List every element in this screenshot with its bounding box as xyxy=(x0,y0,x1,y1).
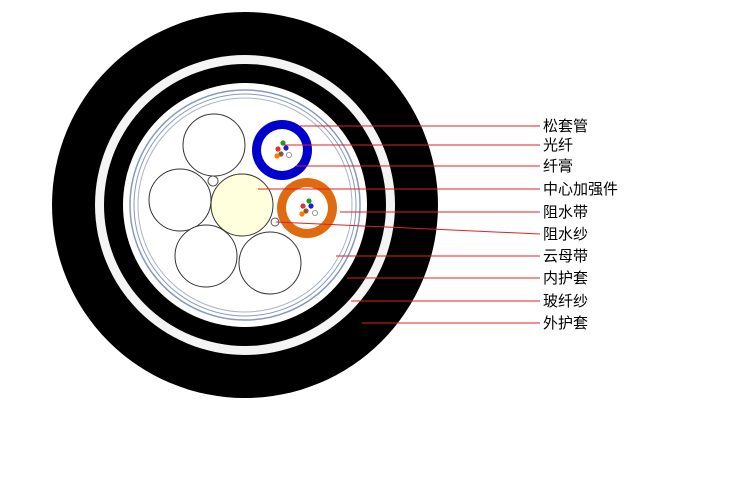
label-fiber: 光纤 xyxy=(543,136,573,154)
filler-rod-top xyxy=(182,113,246,177)
fiber xyxy=(300,203,306,209)
fiber xyxy=(283,145,289,151)
label-loose-tube: 松套管 xyxy=(543,117,588,135)
label-inner-sheath: 内护套 xyxy=(543,269,588,287)
water-block-yarn xyxy=(207,175,219,187)
filler-rod-bottom-right xyxy=(238,231,302,295)
fiber-gel-orange xyxy=(286,187,328,229)
central-strength-member xyxy=(210,173,274,237)
label-outer-sheath: 外护套 xyxy=(543,314,588,332)
fiber xyxy=(306,198,312,204)
label-water-block-yarn: 阻水纱 xyxy=(543,225,588,243)
fiber xyxy=(303,208,309,214)
fiber xyxy=(274,153,280,159)
fiber-gel-blue xyxy=(261,129,303,171)
fiber xyxy=(275,146,281,152)
filler-rod-left xyxy=(148,168,212,232)
water-block-tape-outline xyxy=(129,89,361,321)
label-central-strength-member: 中心加强件 xyxy=(543,180,618,198)
label-mica-tape: 云母带 xyxy=(543,247,588,265)
label-fiber-gel: 纤膏 xyxy=(543,157,573,175)
filler-rod-bottom-left xyxy=(174,224,238,288)
fiber xyxy=(308,203,314,209)
fiber xyxy=(280,140,286,146)
fiber-bundle-orange xyxy=(299,198,318,217)
fiber xyxy=(278,151,284,157)
fiber xyxy=(311,209,318,216)
fiber xyxy=(285,151,292,158)
label-water-block-tape: 阻水带 xyxy=(543,203,588,221)
water-block-tape-inner-outline xyxy=(133,93,357,317)
cable-core-outline xyxy=(137,97,353,313)
label-glass-yarn: 玻纤纱 xyxy=(543,292,588,310)
leader-line-water-block-yarn xyxy=(275,221,541,235)
fiber-bundle-blue xyxy=(274,140,292,159)
fiber xyxy=(299,211,305,217)
